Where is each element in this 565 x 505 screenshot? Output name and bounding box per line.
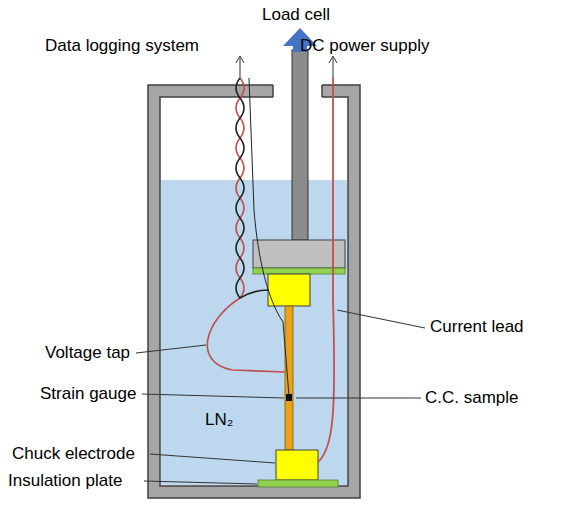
insulation-plate xyxy=(258,480,338,487)
strain-gauge-wire xyxy=(249,78,289,396)
chuck-electrode xyxy=(276,450,318,480)
part-label: LN₂ xyxy=(205,410,233,430)
liquid-nitrogen xyxy=(161,180,347,485)
arrow-head xyxy=(329,56,337,63)
leader-line xyxy=(296,398,421,399)
part-label: DC power supply xyxy=(300,36,429,56)
signal-arrow xyxy=(333,58,334,78)
signal-arrow xyxy=(240,58,241,78)
arrow-head xyxy=(236,56,244,63)
part-label: Insulation plate xyxy=(8,471,122,491)
pull-rod xyxy=(292,50,308,240)
voltage-tap-wire xyxy=(236,78,268,298)
part-label: Data logging system xyxy=(45,36,199,56)
part-label: Load cell xyxy=(262,5,330,25)
leader-line xyxy=(144,481,257,484)
part-label: Strain gauge xyxy=(40,384,136,404)
current-lead xyxy=(318,78,334,462)
part-label: Chuck electrode xyxy=(12,444,135,464)
upper-crosshead xyxy=(253,240,345,268)
leader-line xyxy=(337,310,425,328)
opening-edge xyxy=(272,85,274,97)
chuck-electrode xyxy=(268,274,310,306)
part-label: Voltage tap xyxy=(45,343,130,363)
cc-sample xyxy=(285,306,293,450)
part-label: Current lead xyxy=(430,317,524,337)
strain-gauge xyxy=(286,394,292,401)
leader-line xyxy=(136,345,206,353)
voltage-tap-wire xyxy=(207,78,285,372)
leader-line xyxy=(150,454,275,463)
part-label: C.C. sample xyxy=(425,388,519,408)
insulation-plate xyxy=(253,268,345,274)
leader-line xyxy=(142,394,284,398)
opening-edge xyxy=(321,85,323,97)
